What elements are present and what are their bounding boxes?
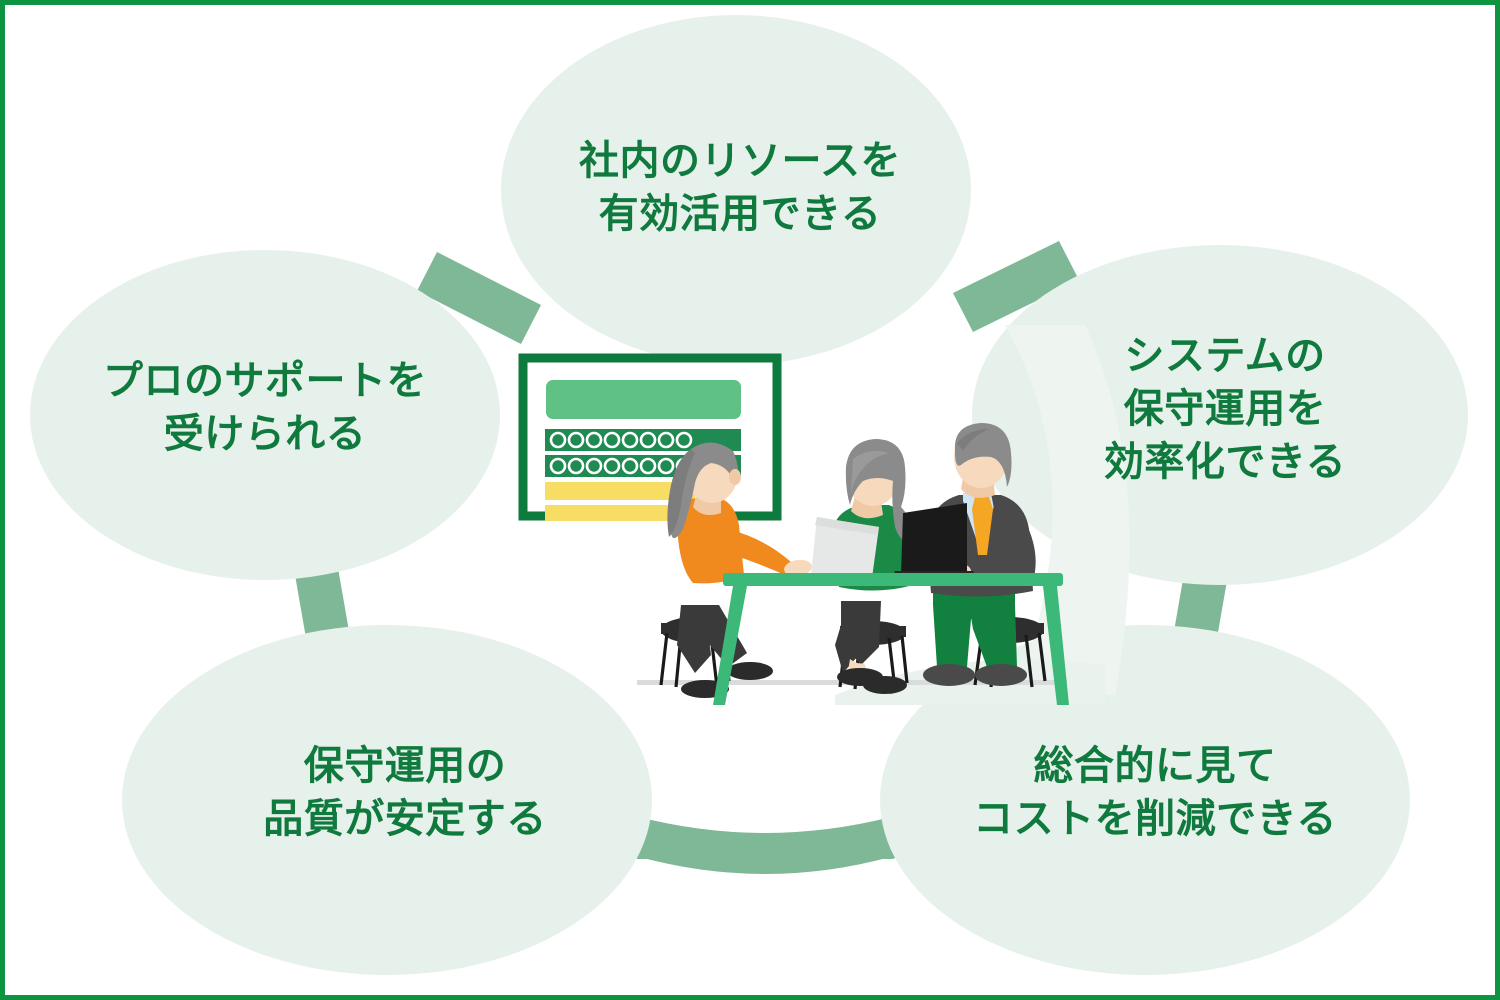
shoe [923, 664, 975, 686]
connector-bottom-arc [619, 811, 911, 874]
table-leg-right [1043, 586, 1069, 705]
shoe [863, 676, 907, 694]
connector-bottom-mask-top [617, 765, 913, 833]
green-table [713, 573, 1069, 705]
orange-top [676, 497, 744, 584]
green-trousers [933, 583, 1015, 667]
table-leg-left [713, 586, 747, 705]
board-data-row-1 [545, 429, 741, 451]
connector-bottom-mask-bottom [617, 853, 913, 905]
shoe [727, 662, 773, 680]
board-highlight-row-2 [545, 505, 695, 521]
diagram-svg [30, 15, 1468, 975]
bubble-top[interactable] [501, 15, 971, 365]
person-orange-shirt [659, 442, 812, 698]
necktie [972, 497, 993, 555]
document-paper [811, 517, 879, 585]
table-top [723, 573, 1063, 586]
bubble-bottom-right[interactable] [880, 625, 1410, 975]
person-green-sweater [811, 439, 920, 694]
server-status-board [518, 353, 782, 521]
person-gray-suit [891, 423, 1047, 688]
board-highlight-row-1 [545, 482, 695, 500]
bubble-bottom-left[interactable] [122, 625, 652, 975]
bubbles-group [30, 15, 1468, 975]
connector-top-right [953, 241, 1079, 332]
laptop [891, 503, 977, 581]
shoe [975, 664, 1027, 686]
diagram-stage: 社内のリソースを 有効活用できる プロのサポートを 受けられる システムの 保守… [5, 5, 1495, 995]
team-meeting-illustration [518, 325, 1130, 705]
bg-shape-right [1005, 325, 1130, 695]
connector-left-top [417, 252, 541, 344]
bubble-left[interactable] [30, 250, 500, 580]
board-header-bar [546, 380, 741, 419]
